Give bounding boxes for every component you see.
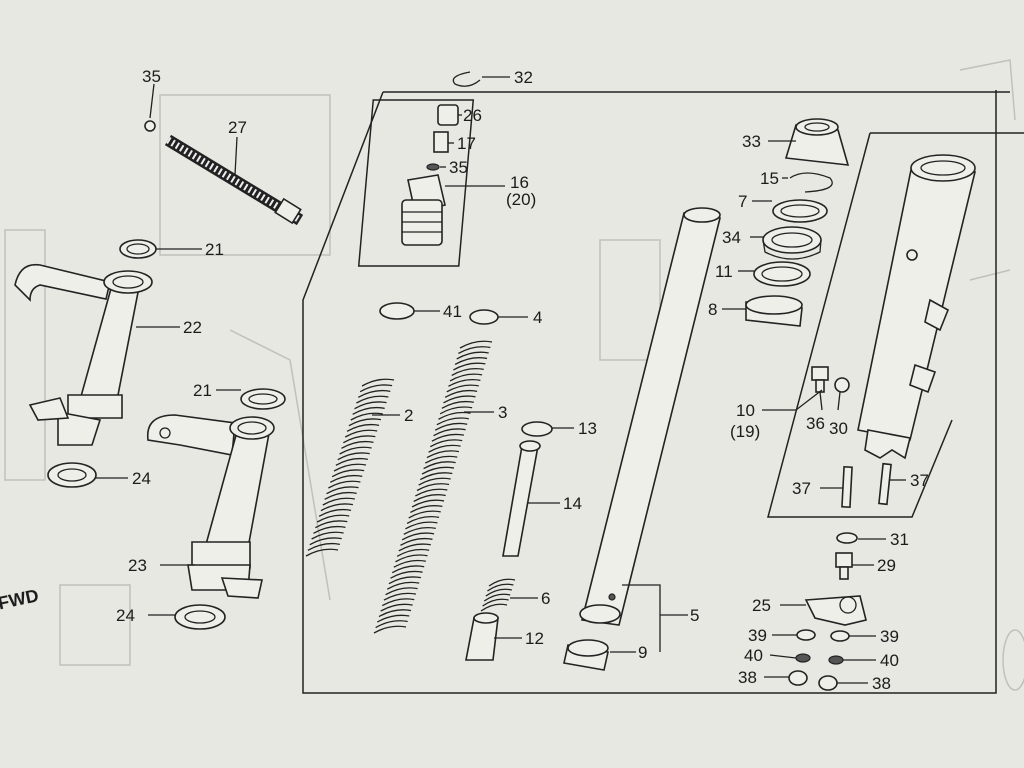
callout-37a: 37: [792, 479, 811, 498]
callout-16: 16: [510, 173, 529, 192]
callout-23: 23: [128, 556, 147, 575]
bushing-8-part: [745, 295, 803, 327]
bolt-36-part: [811, 366, 829, 393]
callout-21a: 21: [205, 240, 224, 259]
fork-bolt-16-part: [401, 104, 459, 246]
callout-22: 22: [183, 318, 202, 337]
callout-labels: 35 27 21 22 21 24 23 24 32 26 17 35 16 (…: [116, 67, 929, 693]
inner-tube-5-part: [579, 207, 721, 626]
ring-21b-part: [240, 388, 286, 410]
cable-27-part: [164, 134, 304, 226]
washer-11-part: [753, 261, 811, 287]
callout-21b: 21: [193, 381, 212, 400]
callout-34: 34: [722, 228, 741, 247]
washer-39a-part: [796, 629, 816, 641]
callout-40a: 40: [744, 646, 763, 665]
circlip-32-part: [452, 71, 481, 87]
callout-8: 8: [708, 300, 717, 319]
spring-6-part: [480, 578, 516, 612]
piece-12-part: [465, 612, 499, 661]
callout-6: 6: [541, 589, 550, 608]
callout-19: (19): [730, 422, 760, 441]
callout-17: 17: [457, 134, 476, 153]
bushing-9-part: [563, 639, 609, 671]
callout-37b: 37: [910, 471, 929, 490]
callout-2: 2: [404, 406, 413, 425]
callout-41: 41: [443, 302, 462, 321]
callout-3: 3: [498, 403, 507, 422]
nut-38b-part: [818, 675, 838, 691]
spring-3-part: [373, 340, 493, 634]
washer-35-part: [144, 120, 156, 132]
callout-26: 26: [463, 106, 482, 125]
callout-27: 27: [228, 118, 247, 137]
callout-35a: 35: [142, 67, 161, 86]
callout-32: 32: [514, 68, 533, 87]
washer-39b-part: [830, 630, 850, 642]
callout-36: 36: [806, 414, 825, 433]
washer-40a-part: [795, 653, 811, 663]
callout-39a: 39: [748, 626, 767, 645]
fork-bolt-box: [357, 99, 475, 267]
spring-2-part: [305, 378, 395, 557]
ring-13-part: [521, 421, 553, 437]
callout-4: 4: [533, 308, 542, 327]
seal-24a-part: [47, 462, 97, 488]
circlip-15-part: [789, 172, 833, 193]
callout-33: 33: [742, 132, 761, 151]
seal-24b-part: [174, 604, 226, 630]
callout-38a: 38: [738, 668, 757, 687]
stud-37b-part: [878, 462, 892, 506]
callout-29: 29: [877, 556, 896, 575]
callout-14: 14: [563, 494, 582, 513]
washer-7-part: [772, 199, 828, 223]
callout-5: 5: [690, 606, 699, 625]
fwd-marker: FWD: [0, 585, 40, 613]
dust-seal-33-part: [784, 118, 850, 166]
bracket-23-part: [146, 414, 275, 599]
axle-cap-25-part: [804, 595, 867, 626]
callout-39b: 39: [880, 627, 899, 646]
ring-21a-part: [119, 239, 157, 259]
washer-31-part: [836, 532, 858, 544]
bolt-29-part: [835, 552, 853, 580]
damper-rod-14-part: [502, 440, 541, 557]
callout-24b: 24: [116, 606, 135, 625]
callout-31: 31: [890, 530, 909, 549]
callout-7: 7: [738, 192, 747, 211]
leader-lines: [96, 76, 906, 684]
callout-11: 11: [715, 262, 733, 281]
washer-30-part: [834, 377, 850, 393]
stud-37a-part: [841, 465, 853, 509]
bleed-through-ghost: [4, 59, 1024, 691]
oil-seal-34-part: [762, 226, 822, 260]
callout-15: 15: [760, 169, 779, 188]
callout-24a: 24: [132, 469, 151, 488]
nut-38a-part: [788, 670, 808, 686]
callout-10: 10: [736, 401, 755, 420]
callout-35b: 35: [449, 158, 468, 177]
washer-40b-part: [828, 655, 844, 665]
callout-25: 25: [752, 596, 771, 615]
callout-30: 30: [829, 419, 848, 438]
fork-assembly-box: [302, 90, 1010, 694]
callout-9: 9: [638, 643, 647, 662]
ring-41-part: [379, 302, 415, 320]
callout-13: 13: [578, 419, 597, 438]
callout-12: 12: [525, 629, 544, 648]
outer-tube-box: [767, 132, 1024, 518]
outer-tube-10-part: [857, 154, 976, 460]
ring-4-part: [469, 309, 499, 325]
callout-40b: 40: [880, 651, 899, 670]
callout-38b: 38: [872, 674, 891, 693]
callout-20: (20): [506, 190, 536, 209]
bracket-22-part: [14, 263, 153, 446]
